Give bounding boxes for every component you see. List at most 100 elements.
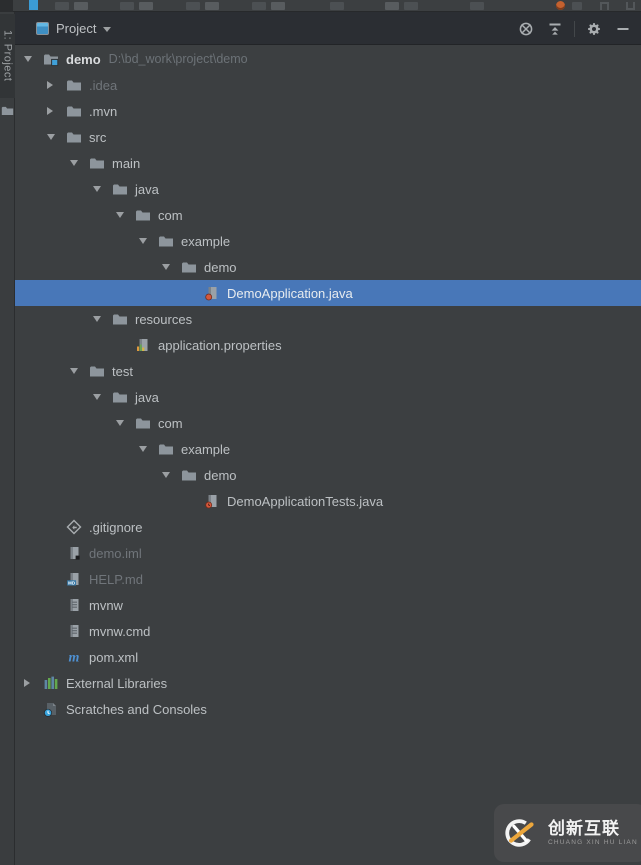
tree-item-label: resources xyxy=(135,311,193,327)
tree-row[interactable]: demo xyxy=(15,462,641,488)
brand-subtitle: CHUANG XIN HU LIAN xyxy=(548,838,638,846)
svg-text:MD: MD xyxy=(68,580,75,585)
clipped-run-icon xyxy=(556,1,565,10)
toolwindow-tab-project[interactable]: 1: Project xyxy=(0,14,15,98)
clipped-toolbar-icon xyxy=(252,2,266,10)
tree-item-label: mvnw xyxy=(89,597,123,613)
chevron-expanded-icon[interactable] xyxy=(90,186,112,192)
chevron-expanded-icon[interactable] xyxy=(90,394,112,400)
tree-row[interactable]: example xyxy=(15,436,641,462)
tree-item-label: com xyxy=(158,207,183,223)
tree-item-label: DemoApplicationTests.java xyxy=(227,493,384,509)
settings-button[interactable] xyxy=(584,19,604,39)
project-panel-header: Project xyxy=(15,12,641,45)
libraries-icon xyxy=(43,675,66,691)
clipped-toolbar-icon xyxy=(600,2,609,10)
svg-text:m: m xyxy=(69,651,80,665)
test-class-icon xyxy=(204,493,227,509)
tree-row[interactable]: resources xyxy=(15,306,641,332)
text-icon xyxy=(66,623,89,639)
tree-row[interactable]: example xyxy=(15,228,641,254)
folder-icon xyxy=(135,415,158,431)
folder-icon xyxy=(66,77,89,93)
brand-name: 创新互联 xyxy=(548,818,620,838)
chevron-down-icon xyxy=(103,26,112,32)
tree-row[interactable]: DemoApplicationTests.java xyxy=(15,488,641,514)
tree-item-label: demo xyxy=(66,51,101,67)
iml-icon xyxy=(66,545,89,561)
folder-icon xyxy=(181,259,204,275)
tree-row[interactable]: java xyxy=(15,176,641,202)
chevron-expanded-icon[interactable] xyxy=(21,56,43,62)
clipped-toolbar-icon xyxy=(29,0,38,10)
text-icon xyxy=(66,597,89,613)
tree-row[interactable]: java xyxy=(15,384,641,410)
clipped-toolbar-icon xyxy=(74,2,88,10)
collapse-all-button[interactable] xyxy=(545,19,565,39)
chevron-expanded-icon[interactable] xyxy=(44,134,66,140)
clipped-toolbar-icon xyxy=(470,2,484,10)
class-icon xyxy=(204,285,227,301)
tree-row[interactable]: External Libraries xyxy=(15,670,641,696)
locate-icon xyxy=(519,22,533,35)
tree-row[interactable]: com xyxy=(15,202,641,228)
tree-row[interactable]: src xyxy=(15,124,641,150)
tree-row[interactable]: demo xyxy=(15,254,641,280)
tree-row[interactable]: .gitignore xyxy=(15,514,641,540)
folder-icon xyxy=(89,155,112,171)
folder-icon[interactable] xyxy=(1,104,14,117)
tree-item-label: External Libraries xyxy=(66,675,168,691)
chevron-expanded-icon[interactable] xyxy=(159,472,181,478)
tree-row[interactable]: MD HELP.md xyxy=(15,566,641,592)
tree-item-label: .gitignore xyxy=(89,519,143,535)
chevron-expanded-icon[interactable] xyxy=(113,212,135,218)
folder-icon xyxy=(158,441,181,457)
tree-row[interactable]: Scratches and Consoles xyxy=(15,696,641,722)
tree-row[interactable]: com xyxy=(15,410,641,436)
panel-title: Project xyxy=(56,20,97,36)
chevron-collapsed-icon[interactable] xyxy=(21,679,43,687)
tree-row[interactable]: .idea xyxy=(15,72,641,98)
clipped-toolbar-icon xyxy=(120,2,134,10)
folder-icon xyxy=(66,129,89,145)
folder-icon xyxy=(89,363,112,379)
maven-icon: m xyxy=(66,649,89,665)
tree-row[interactable]: mvnw xyxy=(15,592,641,618)
clipped-toolbar-icon xyxy=(330,2,344,10)
tree-row[interactable]: mvnw.cmd xyxy=(15,618,641,644)
chevron-expanded-icon[interactable] xyxy=(136,446,158,452)
chevron-expanded-icon[interactable] xyxy=(67,368,89,374)
tree-item-label: java xyxy=(135,181,159,197)
chevron-expanded-icon[interactable] xyxy=(90,316,112,322)
tree-item-label: HELP.md xyxy=(89,571,143,587)
chevron-collapsed-icon[interactable] xyxy=(44,81,66,89)
clipped-toolbar-icon xyxy=(626,2,635,10)
markdown-icon: MD xyxy=(66,571,89,587)
locate-button[interactable] xyxy=(516,19,536,39)
clipped-toolbar-icon xyxy=(404,2,418,10)
folder-project-icon xyxy=(43,51,66,67)
tree-row[interactable]: main xyxy=(15,150,641,176)
tree-row[interactable]: .mvn xyxy=(15,98,641,124)
chevron-expanded-icon[interactable] xyxy=(159,264,181,270)
tree-row[interactable]: DemoApplication.java xyxy=(15,280,641,306)
chevron-collapsed-icon[interactable] xyxy=(44,107,66,115)
tree-item-label: test xyxy=(112,363,133,379)
scratches-icon xyxy=(43,701,66,717)
chevron-expanded-icon[interactable] xyxy=(67,160,89,166)
chevron-expanded-icon[interactable] xyxy=(136,238,158,244)
hide-panel-button[interactable] xyxy=(613,19,633,39)
toolwindow-stripe: 1: Project xyxy=(0,12,15,865)
watermark-badge: 创新互联 CHUANG XIN HU LIAN xyxy=(494,804,641,862)
tree-row[interactable]: demo.iml xyxy=(15,540,641,566)
brand-logo-icon xyxy=(505,819,534,847)
tree-row[interactable]: application.properties xyxy=(15,332,641,358)
project-view-selector[interactable]: Project xyxy=(15,20,112,36)
tree-item-label: main xyxy=(112,155,141,171)
tree-item-label: demo xyxy=(204,467,237,483)
tree-row[interactable]: test xyxy=(15,358,641,384)
chevron-expanded-icon[interactable] xyxy=(113,420,135,426)
